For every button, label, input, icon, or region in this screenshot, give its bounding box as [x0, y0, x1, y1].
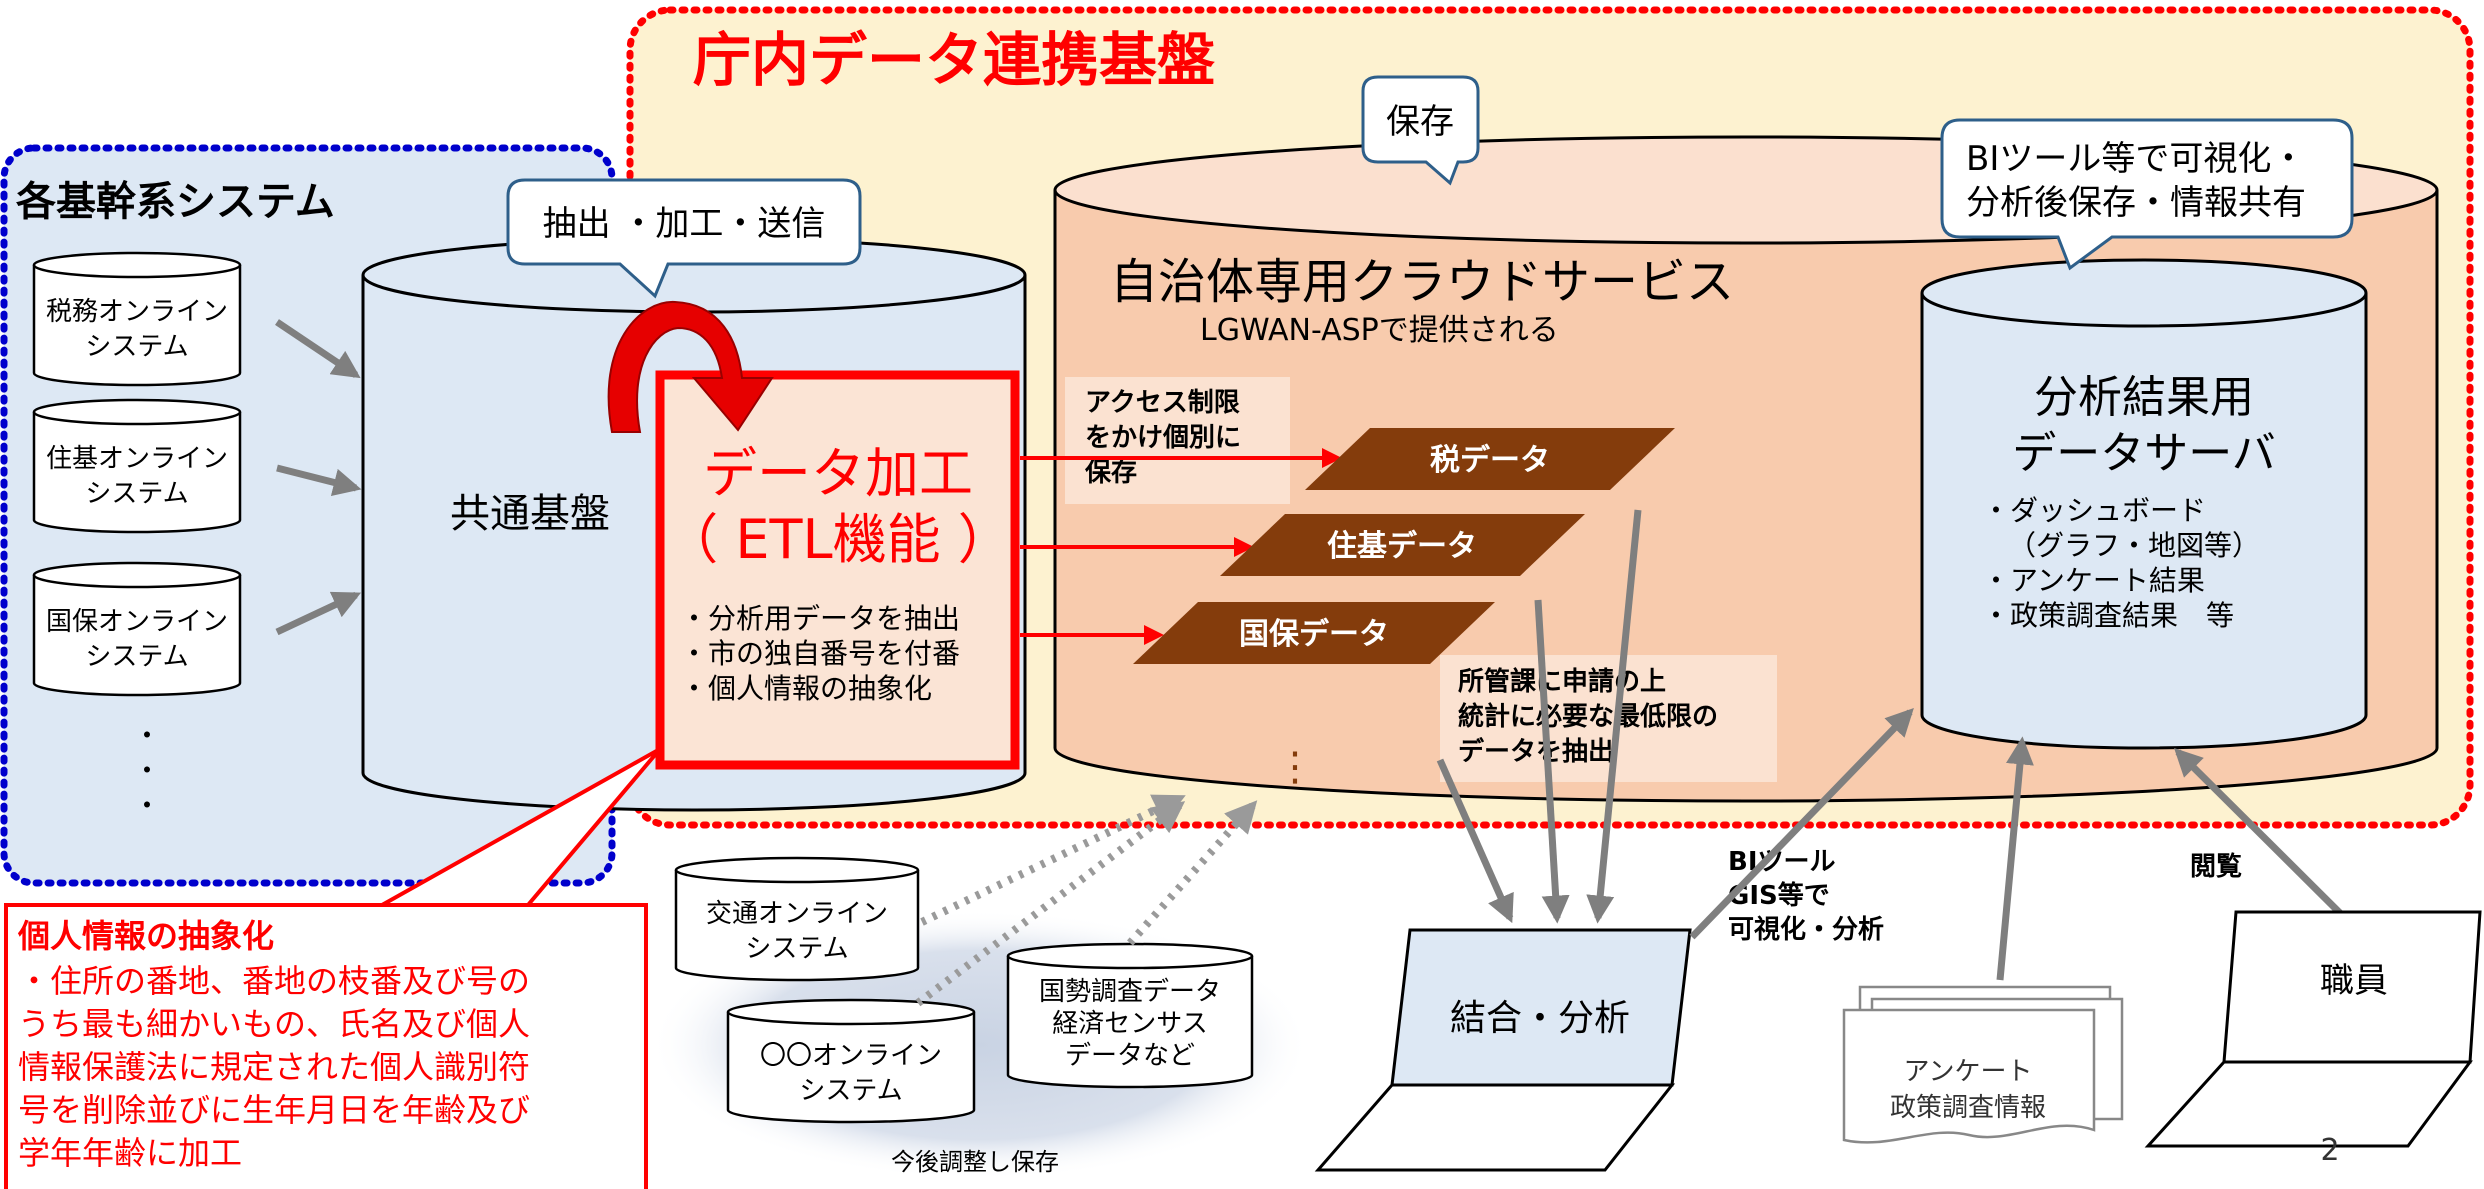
more-data-ellipsis: ⋮ [1275, 744, 1315, 790]
access-note: アクセス制限 をかけ個別に 保存 [1065, 377, 1290, 504]
svg-text:分析後保存・情報共有: 分析後保存・情報共有 [1966, 183, 2306, 223]
system-name: システム [85, 642, 188, 672]
server-item: （グラフ・地図等） [2008, 529, 2260, 562]
privacy-title: 個人情報の抽象化 [17, 917, 274, 955]
etl-box: データ加工 （ ETL機能 ） ・分析用データを抽出 ・市の独自番号を付番 ・個… [655, 370, 1020, 770]
svg-text:データなど: データなど [1065, 1041, 1195, 1071]
svg-text:をかけ個別に: をかけ個別に [1085, 423, 1241, 453]
svg-text:国勢調査データ: 国勢調査データ [1039, 977, 1221, 1007]
svg-text:政策調査情報: 政策調査情報 [1890, 1093, 2046, 1123]
analysis-label: 結合・分析 [1450, 998, 1630, 1039]
other-online-system: 〇〇オンライン システム [726, 998, 976, 1124]
etl-title: （ ETL機能 ） [664, 508, 1012, 571]
svg-text:システム: システム [799, 1076, 902, 1106]
analysis-laptop: 結合・分析 [1314, 928, 1692, 1172]
svg-text:住基データ: 住基データ [1327, 529, 1477, 564]
svg-text:アンケート: アンケート [1904, 1057, 2033, 1087]
survey-documents: アンケート 政策調査情報 [1842, 985, 2124, 1144]
system-name: 住基オンライン [46, 444, 228, 474]
svg-text:・住所の番地、番地の枝番及び号の: ・住所の番地、番地の枝番及び号の [18, 962, 530, 1000]
cloud-to-pc-arrows [1436, 509, 1642, 924]
privacy-pointer [381, 747, 662, 907]
svg-text:税データ: 税データ [1430, 443, 1550, 478]
svg-text:学年年齢に加工: 学年年齢に加工 [18, 1134, 242, 1172]
etl-title: データ加工 [703, 442, 973, 505]
etl-bullet: ・市の独自番号を付番 [680, 637, 960, 670]
system-name: システム [85, 332, 188, 362]
future-label: 今後調整し保存 [891, 1148, 1059, 1176]
census-data-system: 国勢調査データ 経済センサス データなど [1006, 942, 1254, 1089]
svg-text:経済センサス: 経済センサス [1052, 1009, 1207, 1039]
process-curved-arrow [607, 300, 774, 433]
to-server-arrows [1689, 707, 2348, 981]
svg-text:交通オンライン: 交通オンライン [706, 899, 888, 929]
health-insurance-online-system: 国保オンライン システム [32, 561, 242, 697]
page-number: 2 [2320, 1133, 2339, 1168]
server-item: ・ダッシュボード [1982, 494, 2206, 527]
core-systems-label: 各基幹系システム [16, 179, 335, 225]
traffic-online-system: 交通オンライン システム [674, 856, 920, 982]
svg-text:データを抽出: データを抽出 [1458, 736, 1614, 767]
svg-text:〇〇オンライン: 〇〇オンライン [760, 1041, 942, 1071]
system-name: システム [85, 479, 188, 509]
server-item: ・政策調査結果 等 [1982, 599, 2234, 632]
server-item: ・アンケート結果 [1982, 564, 2205, 597]
browse-label: 閲覧 [2190, 852, 2242, 882]
staff-laptop: 職員 [2144, 910, 2482, 1148]
svg-text:・: ・ [133, 754, 161, 787]
svg-text:システム: システム [745, 934, 848, 964]
core-to-common-arrows [275, 319, 362, 636]
svg-text:統計に必要な最低限の: 統計に必要な最低限の [1458, 701, 1718, 732]
svg-text:国保データ: 国保データ [1239, 617, 1389, 652]
cloud-title: 自治体専用クラウドサービス [1110, 254, 1734, 310]
etl-bullet: ・分析用データを抽出 [680, 602, 960, 635]
svg-text:保存: 保存 [1084, 458, 1137, 488]
svg-text:号を削除並びに生年月日を年齢及び: 号を削除並びに生年月日を年齢及び [18, 1091, 530, 1129]
tax-online-system: 税務オンライン システム [32, 251, 242, 387]
platform-title: 庁内データ連携基盤 [693, 26, 1215, 94]
common-base-label: 共通基盤 [450, 491, 610, 537]
server-title: データサーバ [2012, 428, 2276, 479]
cloud-subtitle: LGWAN-ASPで提供される [1200, 313, 1559, 348]
server-title: 分析結果用 [2034, 372, 2254, 423]
svg-text:・: ・ [133, 789, 161, 822]
resident-online-system: 住基オンライン システム [32, 398, 242, 534]
svg-text:可視化・分析: 可視化・分析 [1728, 915, 1884, 945]
svg-text:アクセス制限: アクセス制限 [1085, 388, 1240, 418]
analysis-server-cylinder: 分析結果用 データサーバ ・ダッシュボード （グラフ・地図等） ・アンケート結果… [1920, 258, 2368, 750]
privacy-box: 個人情報の抽象化 ・住所の番地、番地の枝番及び号の うち最も細かいもの、氏名及び… [4, 903, 648, 1189]
svg-text:所管課に申請の上: 所管課に申請の上 [1458, 666, 1666, 697]
svg-text:BIツール: BIツール [1728, 847, 1836, 877]
svg-text:BIツール等で可視化・: BIツール等で可視化・ [1966, 139, 2305, 179]
resident-data: 住基データ [1220, 514, 1585, 576]
bi-share-callout: BIツール等で可視化・ 分析後保存・情報共有 [1940, 118, 2354, 271]
staff-label: 職員 [2320, 961, 2388, 1001]
system-name: 国保オンライン [46, 607, 228, 637]
request-note: 所管課に申請の上 統計に必要な最低限の データを抽出 [1440, 655, 1777, 782]
extract-callout: 抽出 ・加工・送信 [506, 178, 862, 299]
more-systems-ellipsis: ・ ・ ・ [133, 719, 161, 822]
system-name: 税務オンライン [46, 297, 228, 327]
tax-data: 税データ [1305, 428, 1675, 490]
svg-text:抽出 ・加工・送信: 抽出 ・加工・送信 [543, 204, 826, 244]
svg-text:情報保護法に規定された個人識別符: 情報保護法に規定された個人識別符 [18, 1048, 530, 1086]
health-insurance-data: 国保データ [1133, 602, 1495, 664]
svg-text:うち最も細かいもの、氏名及び個人: うち最も細かいもの、氏名及び個人 [18, 1005, 530, 1043]
save-callout: 保存 [1361, 75, 1480, 186]
svg-text:・: ・ [133, 719, 161, 752]
svg-text:保存: 保存 [1386, 102, 1454, 142]
etl-bullet: ・個人情報の抽象化 [680, 672, 932, 705]
etl-to-data-arrows [1020, 448, 1342, 645]
bi-note: BIツール GIS等で 可視化・分析 [1728, 847, 1884, 945]
